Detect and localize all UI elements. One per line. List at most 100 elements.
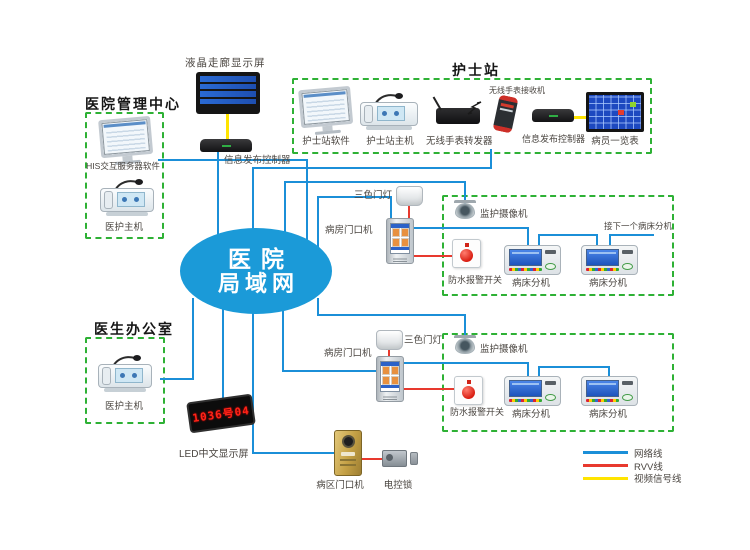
lcd-row: [200, 98, 256, 104]
wireless-signal-icon: [467, 101, 482, 115]
network-connector: [609, 234, 654, 236]
network-connector: [252, 167, 492, 169]
bed-extension-device: [581, 245, 638, 275]
speaker-grille: [393, 257, 407, 262]
bed-extension-device: [504, 376, 561, 406]
camera-dome: [455, 203, 475, 219]
led-display-device: 1036号04: [186, 393, 256, 434]
bed-speaker: [545, 250, 556, 254]
electric-lock-device: [382, 450, 407, 467]
ward-room2-box: [442, 333, 674, 432]
network-connector: [317, 196, 392, 198]
alarm-button: [462, 386, 475, 399]
door-camera-icon: [341, 435, 355, 448]
network-connector: [282, 370, 378, 372]
hospital-lan-hub: 医院 局域网: [180, 228, 332, 314]
patient-list-board: [586, 92, 644, 132]
ward-room1-box: [442, 195, 674, 296]
intercom-body: [360, 102, 418, 126]
network-connector: [317, 298, 319, 316]
board-screen: [589, 95, 641, 129]
legend-line-rvv: [583, 464, 628, 467]
bed-extension-device: [581, 376, 638, 406]
bed-extension-label: 病床分机: [511, 409, 550, 420]
info-controller-device: [532, 109, 574, 122]
network-connector: [317, 314, 466, 316]
network-connector: [596, 234, 598, 247]
rvv-connector: [360, 458, 384, 460]
intercom-screen: [115, 368, 143, 383]
network-connector: [252, 167, 254, 245]
door-station-screen: [390, 223, 410, 254]
door-light-label: 三色门灯: [354, 190, 393, 201]
speaker-line: [340, 464, 356, 466]
rvv-connector: [404, 388, 456, 390]
network-connector: [538, 234, 598, 236]
bed-call-button: [622, 263, 633, 270]
surveillance-camera: [454, 200, 476, 219]
waterproof-alarm-switch: [452, 239, 481, 268]
network-connector: [252, 298, 254, 454]
his-software-label: HIS交互服务器软件: [86, 161, 160, 171]
bed-extension-device: [504, 245, 561, 275]
network-connector: [192, 298, 194, 380]
network-connector: [390, 196, 392, 218]
info-controller-label: 信息发布控制器: [522, 134, 586, 144]
bed-call-button: [622, 394, 633, 401]
camera-base: [454, 335, 476, 338]
network-connector: [306, 159, 308, 245]
nurse-software-label: 护士站软件: [302, 136, 350, 147]
call-grid: [391, 228, 409, 247]
intercom-screen: [377, 106, 405, 121]
doctor-host-device: [98, 352, 152, 392]
door-light-label: 三色门灯: [404, 335, 443, 346]
intercom-handset: [102, 367, 111, 385]
bed-screen: [586, 249, 619, 266]
screen-header: [391, 224, 409, 228]
management-center-box: [85, 112, 164, 239]
nurse-host-label: 护士站主机: [366, 136, 414, 147]
camera-label: 监护摄像机: [480, 344, 528, 355]
video-connector: [574, 116, 588, 119]
his-server-monitor: [98, 115, 154, 166]
info-controller-device: [200, 139, 252, 152]
rvv-connector: [414, 255, 455, 257]
tri-color-door-light: [376, 330, 403, 350]
bed-buttons: [509, 268, 542, 271]
bed-screen: [509, 249, 542, 266]
legend-label-network: 网络线: [634, 449, 663, 460]
call-grid: [381, 366, 399, 385]
network-connector: [538, 366, 610, 368]
wireless-transponder-device: [432, 96, 480, 124]
video-connector: [226, 114, 229, 140]
tri-color-door-light: [396, 186, 423, 206]
bed-screen: [509, 380, 542, 397]
ward-door-station: [386, 218, 414, 264]
speaker-grille: [383, 395, 397, 400]
camera-dome: [455, 338, 475, 354]
nurse-software-monitor: [298, 85, 354, 136]
screen-footer: [391, 247, 409, 250]
nurse-host-device: [360, 90, 418, 130]
network-connector: [317, 196, 319, 250]
camera-base: [454, 200, 476, 203]
corridor-display-label: 液晶走廊显示屏: [185, 57, 266, 69]
led-display-label: LED中文显示屏: [179, 449, 249, 460]
doctor-office-box: [85, 337, 165, 424]
bed-extension-label: 病床分机: [588, 409, 627, 420]
network-connector: [538, 234, 540, 247]
hub-label-line2: 局域网: [217, 270, 299, 296]
status-cell-green: [629, 102, 636, 108]
management-center-title: 医院管理中心: [85, 96, 181, 112]
patient-board-label: 病员一览表: [591, 136, 639, 147]
network-connector: [608, 366, 610, 378]
network-connector: [464, 181, 466, 206]
electric-lock-strike: [410, 452, 418, 465]
hub-label-line1: 医院: [228, 245, 294, 272]
waterproof-alarm-switch: [454, 376, 483, 405]
name-plate: [341, 452, 355, 456]
lcd-row: [200, 76, 256, 82]
door-station-screen: [380, 361, 400, 392]
door-station-label: 病房门口机: [325, 225, 373, 236]
network-connector: [222, 298, 224, 404]
